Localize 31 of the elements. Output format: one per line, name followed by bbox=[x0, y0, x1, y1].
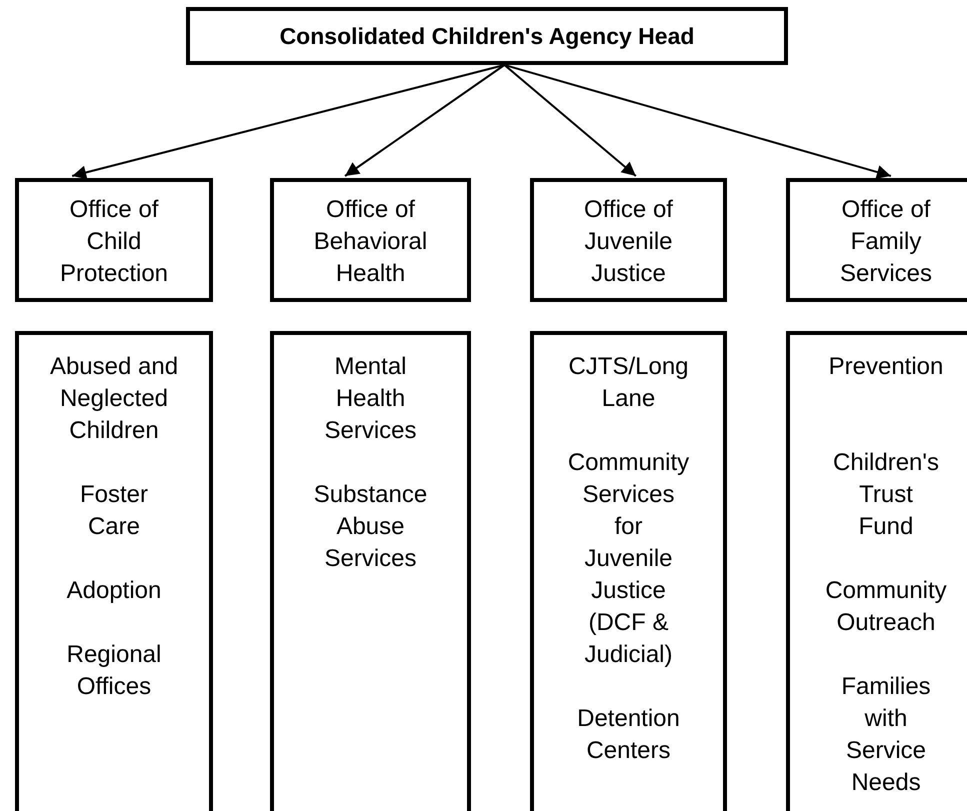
program-name: Mental Health Services bbox=[324, 352, 417, 446]
office-title: Office of Family Services bbox=[840, 195, 932, 289]
program-name: Detention Centers bbox=[577, 704, 680, 766]
arrow bbox=[344, 64, 506, 177]
program-name: Community Outreach bbox=[825, 576, 947, 638]
program-name: Families with Service Needs bbox=[841, 672, 931, 798]
program-name: Substance Abuse Services bbox=[314, 480, 428, 574]
office-box bbox=[530, 178, 727, 302]
office-title: Office of Behavioral Health bbox=[314, 195, 428, 289]
program-name: Community Services for Juvenile Justice (DCF & Judicial) bbox=[568, 448, 690, 670]
arrow bbox=[72, 64, 505, 180]
agency-head-box bbox=[186, 7, 788, 65]
office-box bbox=[786, 178, 967, 302]
office-box bbox=[270, 178, 471, 302]
program-box bbox=[15, 331, 213, 811]
office-box bbox=[15, 178, 213, 302]
program-name: CJTS/Long Lane bbox=[568, 352, 689, 414]
program-name: Children's Trust Fund bbox=[833, 448, 939, 542]
program-box bbox=[530, 331, 727, 811]
office-title: Office of Juvenile Justice bbox=[584, 195, 673, 289]
program-name: Regional Offices bbox=[66, 640, 162, 702]
program-name: Abused and Neglected Children bbox=[50, 352, 178, 446]
program-name: Prevention bbox=[828, 352, 944, 382]
arrow bbox=[504, 64, 892, 179]
office-title: Office of Child Protection bbox=[60, 195, 168, 289]
program-name: Adoption bbox=[66, 576, 162, 606]
program-name: Foster Care bbox=[80, 480, 148, 542]
program-box bbox=[270, 331, 471, 811]
agency-head-title: Consolidated Children's Agency Head bbox=[280, 22, 694, 51]
arrow bbox=[504, 64, 636, 177]
program-box bbox=[786, 331, 967, 811]
